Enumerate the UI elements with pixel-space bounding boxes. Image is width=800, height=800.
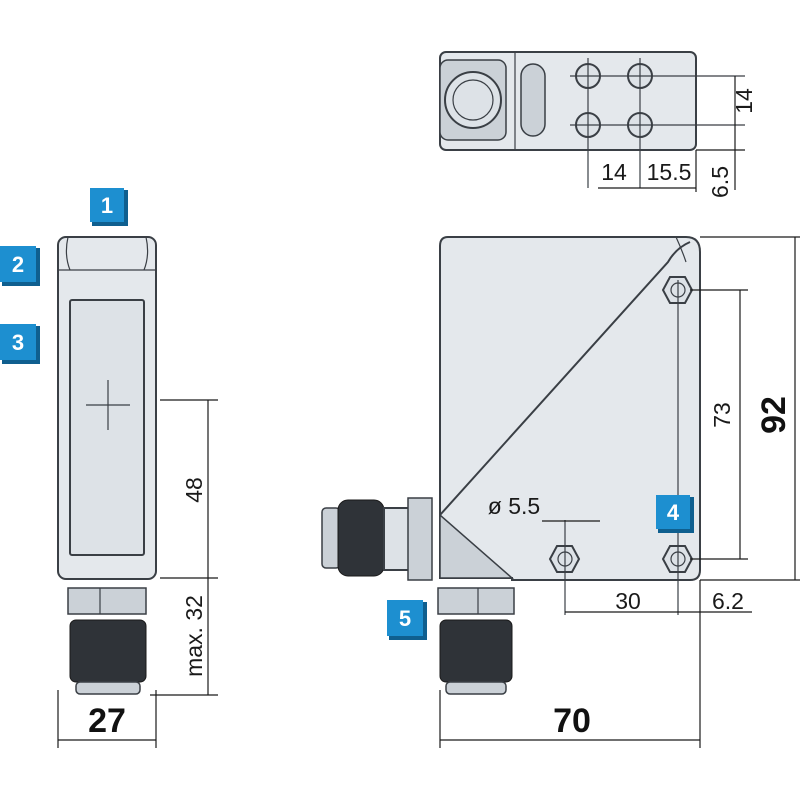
svg-text:3: 3 — [12, 330, 24, 355]
svg-text:2: 2 — [12, 252, 24, 277]
side-view-housing — [439, 236, 701, 581]
side-view: ø 5.5 73 92 30 6.2 70 — [321, 236, 800, 748]
dim-hole-spacing-horizontal: 30 — [615, 588, 641, 614]
svg-text:4: 4 — [667, 500, 680, 525]
front-view-connector-nut — [67, 587, 147, 615]
dim-total-width: 70 — [553, 702, 591, 740]
callout-5: 5 — [387, 600, 427, 640]
dim-connector-length: max. 32 — [181, 595, 207, 677]
side-view-diagonal-face — [439, 513, 514, 579]
dim-hole-spacing-vertical: 73 — [709, 402, 735, 428]
dim-hole-edge-offset: 6.5 — [707, 166, 733, 198]
top-view: 14 14 15.5 6.5 — [439, 51, 757, 198]
side-view-bottom-connector — [437, 587, 515, 695]
top-view-slot — [520, 63, 546, 137]
dim-hole-pitch-vertical: 14 — [731, 88, 757, 114]
dim-front-height-48: 48 — [181, 477, 207, 503]
front-view: 48 max. 32 27 — [57, 236, 218, 748]
svg-text:5: 5 — [399, 606, 411, 631]
callout-2: 2 — [0, 246, 40, 286]
dim-hole-pitch-h2: 15.5 — [647, 159, 692, 185]
dim-total-height: 92 — [755, 396, 793, 434]
side-view-cable-connector — [321, 497, 433, 581]
dim-hole-pitch-h1: 14 — [601, 159, 627, 185]
front-view-optics-window — [69, 299, 145, 556]
dim-hole-edge-offset-side: 6.2 — [712, 588, 744, 614]
callout-4: 4 — [656, 495, 694, 533]
dim-front-width: 27 — [88, 702, 126, 740]
top-view-holes — [570, 58, 745, 188]
dim-hole-diameter: ø 5.5 — [488, 493, 540, 519]
callout-1: 1 — [90, 188, 128, 226]
front-view-connector-plug — [69, 619, 147, 683]
callout-3: 3 — [0, 324, 40, 364]
svg-text:1: 1 — [101, 193, 113, 218]
